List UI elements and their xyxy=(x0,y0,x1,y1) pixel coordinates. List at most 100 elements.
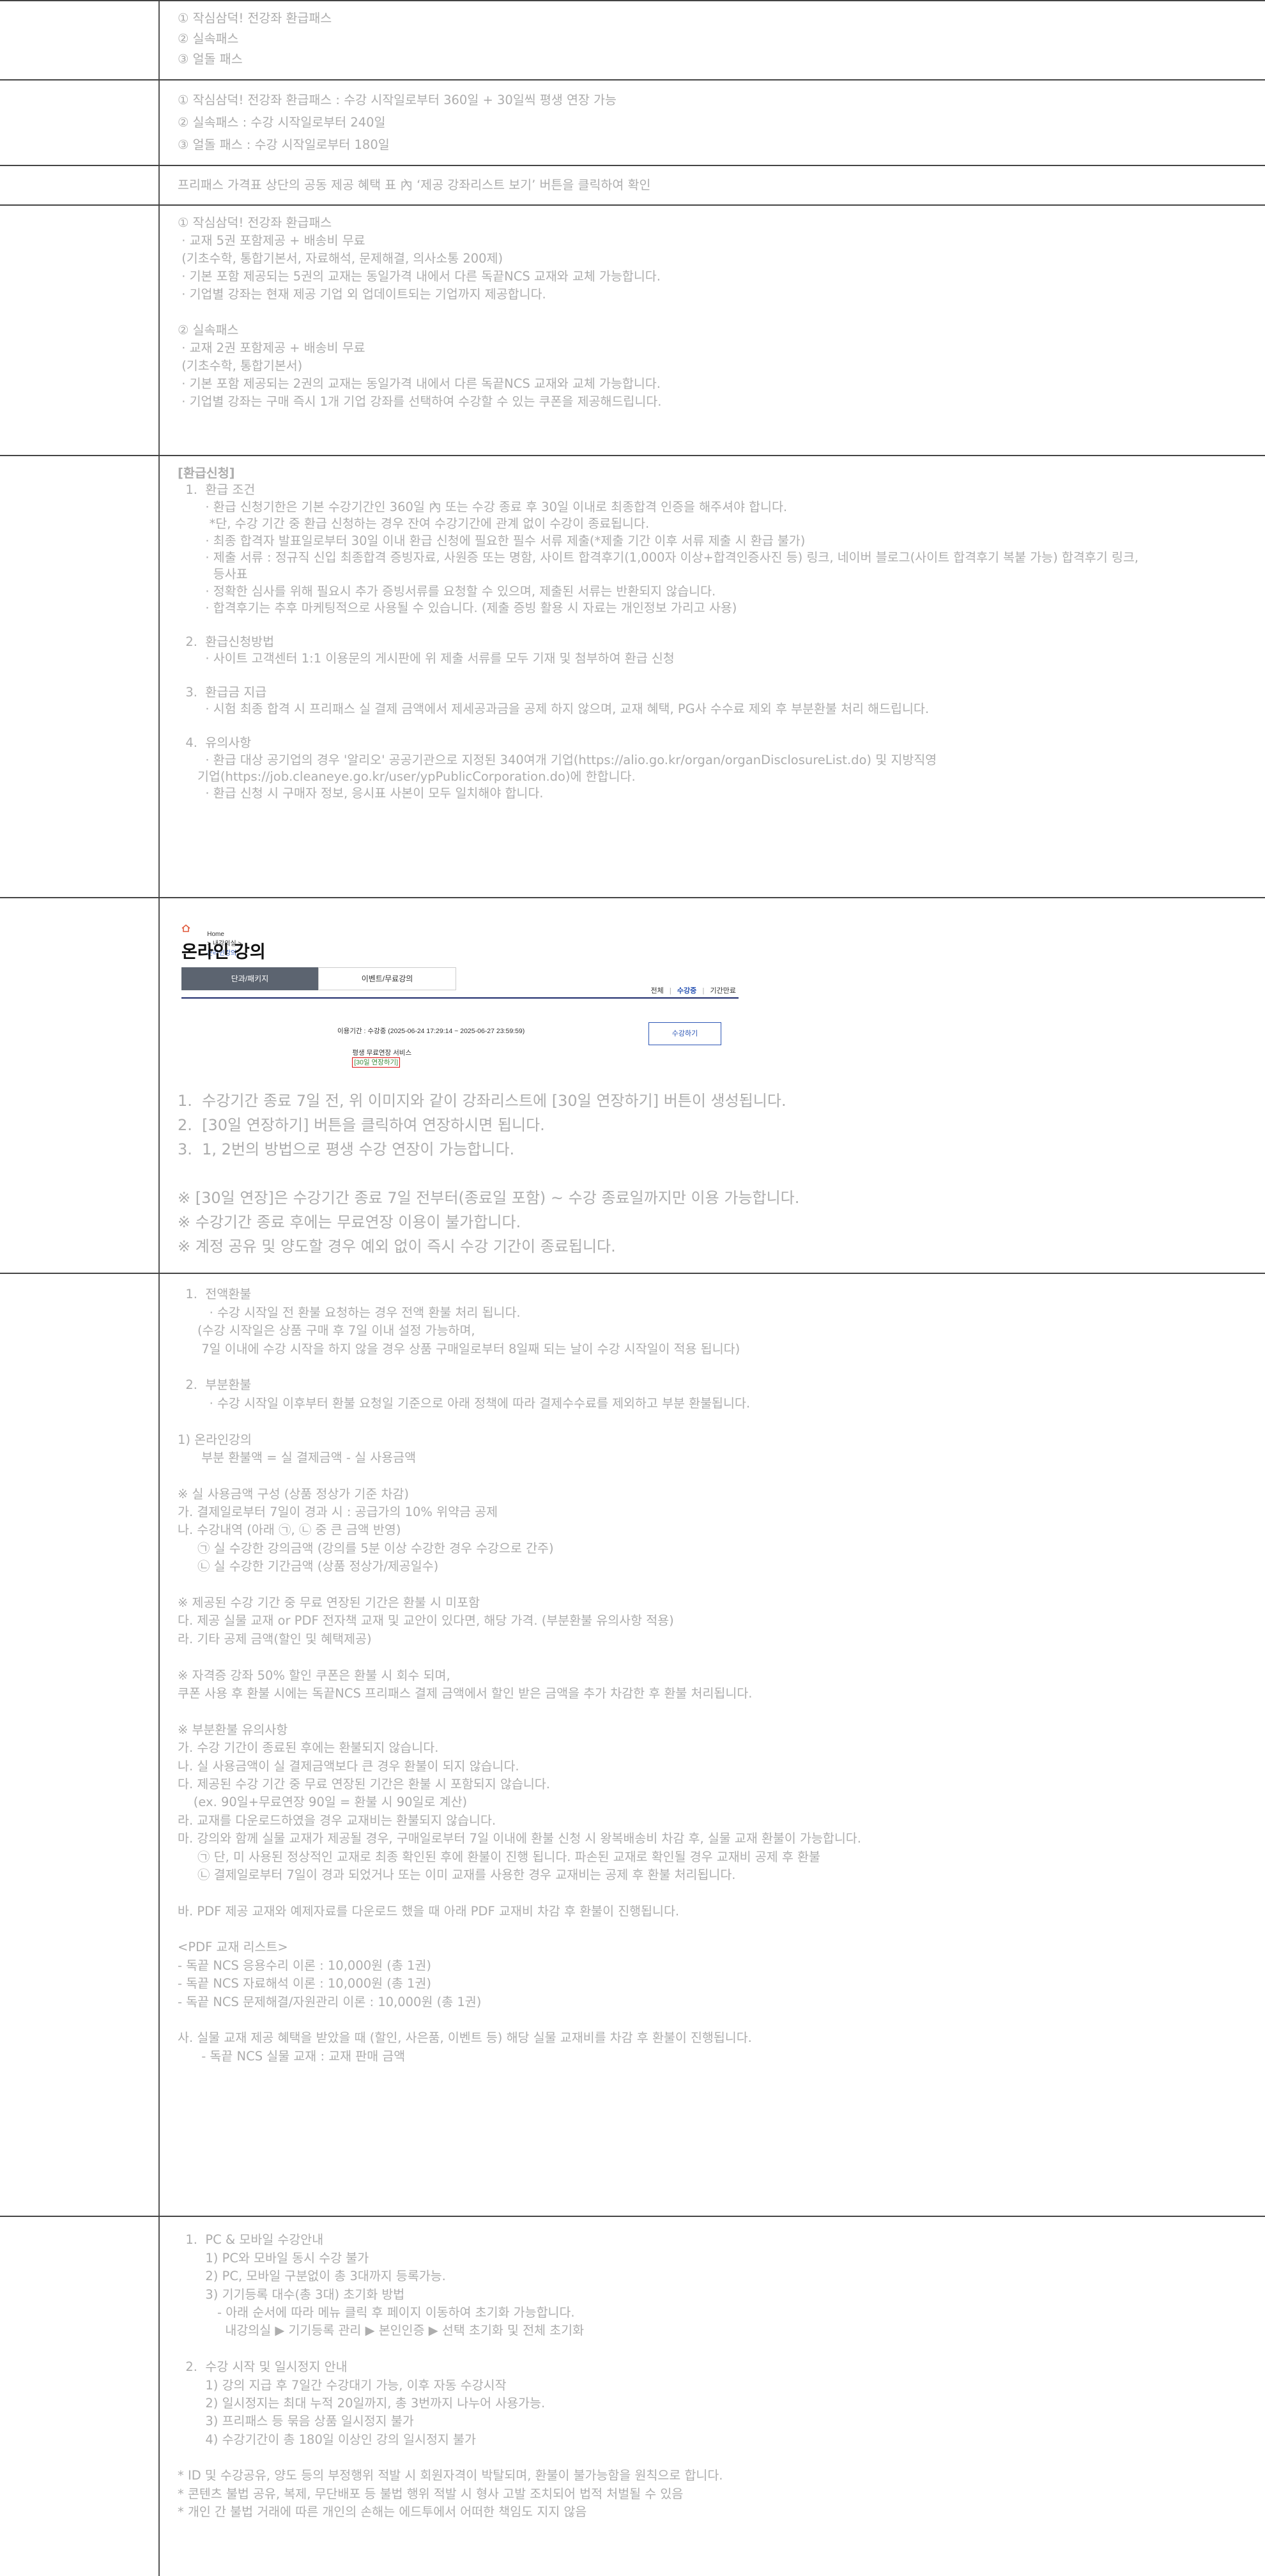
text-line: (수강 시작일은 상품 구매 후 7일 이내 설정 가능하며, xyxy=(178,1323,475,1338)
text-line: 1) PC와 모바일 동시 수강 불가 xyxy=(178,2250,369,2266)
text-line: 7일 이내에 수강 시작을 하지 않을 경우 상품 구매일로부터 8일째 되는 … xyxy=(178,1341,740,1356)
text-line: 부분 환불액 = 실 결제금액 - 실 사용금액 xyxy=(178,1450,417,1465)
text-line xyxy=(178,617,1246,633)
text-line: 라. 기타 공제 금액(할인 및 혜택제공) xyxy=(178,1631,372,1646)
text-line: 가. 결제일로부터 7일이 경과 시 : 공급가의 10% 위약금 공제 xyxy=(178,1505,498,1520)
breadcrumb-current: 온라인강의 xyxy=(207,950,237,957)
row-content: [환급신청] 1. 환급 조건 · 환급 신청기한은 기본 수강기간인 360일… xyxy=(178,465,1246,801)
breadcrumb-home[interactable]: Home xyxy=(207,931,224,938)
title-underline xyxy=(181,997,739,999)
mini-screenshot: Home > 내강의실 > 온라인강의 온라인 강의 단과/패키지 이벤트/무료… xyxy=(178,917,753,1071)
text-line: ㉡ 실 수강한 기간금액 (상품 정상가/제공일수) xyxy=(178,1559,439,1574)
text-line: · 시험 최종 합격 시 프리패스 실 결제 금액에서 제세공과금을 공제 하지… xyxy=(178,702,930,717)
row-label-cell xyxy=(0,456,160,897)
text-line: ② 실속패스 xyxy=(178,323,239,337)
text-line: · 수강 시작일 전 환불 요청하는 경우 전액 환불 처리 됩니다. xyxy=(178,1305,521,1320)
text-line: 나. 수강내역 (아래 ㉠, ㉡ 중 큰 금액 반영) xyxy=(178,1522,401,1538)
section-title: [환급신청] xyxy=(178,466,235,480)
view-course-button[interactable]: 수강하기 xyxy=(648,1022,721,1045)
text-line: - 독끝 NCS 자료해석 이론 : 10,000원 (총 1권) xyxy=(178,1976,431,1991)
text-line: 등사표 xyxy=(178,567,248,582)
text-line: · 교재 5권 포함제공 + 배송비 무료 xyxy=(178,233,365,248)
text-line: - 독끝 NCS 실물 교재 : 교재 판매 금액 xyxy=(178,2048,406,2064)
row-label-cell xyxy=(0,1274,160,2216)
row-refund-policy: 1. 전액환불 · 수강 시작일 전 환불 요청하는 경우 전액 환불 처리 됩… xyxy=(0,1274,1265,2216)
text-line: · 정확한 심사를 위해 필요시 추가 증빙서류를 요청할 수 있으며, 제출된… xyxy=(178,583,716,599)
text-line xyxy=(178,1577,1246,1593)
status-filters: 전체 | 수강중 | 기간만료 xyxy=(650,987,736,995)
text-line xyxy=(178,1413,1246,1429)
text-line xyxy=(178,2450,1246,2465)
page-title: 온라인 강의 xyxy=(181,942,266,962)
row-course-list: 프리패스 가격표 상단의 공동 제공 혜택 표 內 ‘제공 강좌리스트 보기’ … xyxy=(0,166,1265,204)
row-content: ① 작심삼덕! 전강좌 환급패스 ② 실속패스 ③ 얼돌 패스 xyxy=(178,10,1246,67)
text-line: 4) 수강기간이 총 180일 이상인 강의 일시정지 불가 xyxy=(178,2432,476,2447)
row-refund-request: [환급신청] 1. 환급 조건 · 환급 신청기한은 기본 수강기간인 360일… xyxy=(0,456,1265,897)
row-textbook-benefit: ① 작심삼덕! 전강좌 환급패스 · 교재 5권 포함제공 + 배송비 무료 (… xyxy=(0,206,1265,455)
text-line xyxy=(178,2012,1246,2028)
text-line: 가. 수강 기간이 종료된 후에는 환불되지 않습니다. xyxy=(178,1740,439,1756)
text-line: *단, 수강 기간 중 환급 신청하는 경우 잔여 수강기간에 관계 없이 수강… xyxy=(178,516,650,532)
guide-lines: 1. PC & 모바일 수강안내 1) PC와 모바일 동시 수강 불가 2) … xyxy=(178,2232,1246,2520)
text-line xyxy=(178,1649,1246,1665)
text-line: 1) 강의 지급 후 7일간 수강대기 가능, 이후 자동 수강시작 xyxy=(178,2377,507,2393)
text-line: 2) PC, 모바일 구분없이 총 3대까지 등록가능. xyxy=(178,2269,446,2284)
text-line: (ex. 90일+무료연장 90일 = 환불 시 90일로 계산) xyxy=(178,1795,468,1810)
text-line: ※ 수강기간 종료 후에는 무료연장 이용이 불가합니다. xyxy=(178,1213,521,1231)
row-label-cell xyxy=(0,898,160,1273)
refund-lines: 1. 환급 조건 · 환급 신청기한은 기본 수강기간인 360일 內 또는 수… xyxy=(178,482,1246,801)
policy-lines: 1. 전액환불 · 수강 시작일 전 환불 요청하는 경우 전액 환불 처리 됩… xyxy=(178,1286,1246,2064)
home-icon xyxy=(181,924,190,932)
filter-expired[interactable]: 기간만료 xyxy=(710,987,736,995)
text-line: 기업(https://job.cleaneye.go.kr/user/ypPub… xyxy=(178,769,636,785)
text-line xyxy=(178,718,1246,734)
text-line xyxy=(178,1921,1246,1937)
text-line: · 최종 합격자 발표일로부터 30일 이내 환급 신청에 필요한 필수 서류 … xyxy=(178,533,806,548)
text-line: 다. 제공 실물 교재 or PDF 전자책 교재 및 교안이 있다면, 해당 … xyxy=(178,1613,674,1629)
text-line: ※ [30일 연장]은 수강기간 종료 7일 전부터(종료일 포함) ~ 수강 … xyxy=(178,1189,800,1207)
text-line: 사. 실물 교재 제공 혜택을 받았을 때 (할인, 사은품, 이벤트 등) 해… xyxy=(178,2030,752,2046)
text-line: 3) 프리패스 등 묶음 상품 일시정지 불가 xyxy=(178,2414,414,2429)
text-line: ㉡ 결제일로부터 7일이 경과 되었거나 또는 이미 교재를 사용한 경우 교재… xyxy=(178,1867,736,1882)
tab-package[interactable]: 단과/패키지 xyxy=(181,967,318,990)
text-line: ※ 자격증 강좌 50% 할인 쿠폰은 환불 시 회수 되며, xyxy=(178,1667,450,1683)
text-line: * 개인 간 불법 거래에 따른 개인의 손해는 에드투에서 어떠한 책임도 지… xyxy=(178,2504,587,2520)
breadcrumb-mid: > 내강의실 > xyxy=(207,940,242,947)
text-line: ㉠ 단, 미 사용된 정상적인 교재로 최종 확인된 후에 환불이 진행 됩니다… xyxy=(178,1849,820,1864)
text-line: · 기업별 강좌는 현재 제공 기업 외 업데이트되는 기업까지 제공합니다. xyxy=(178,287,546,302)
text-line: · 환급 신청기한은 기본 수강기간인 360일 內 또는 수강 종료 후 30… xyxy=(178,499,788,514)
text-line: 내강의실 ▶ 기기등록 관리 ▶ 본인인증 ▶ 선택 초기화 및 전체 초기화 xyxy=(178,2323,585,2338)
text-line: 1. 환급 조건 xyxy=(178,482,256,498)
text-line: (기초수학, 통합기본서, 자료해석, 문제해결, 의사소통 200제) xyxy=(178,251,503,266)
text-line: * ID 및 수강공유, 양도 등의 부정행위 적발 시 회원자격이 박탈되며,… xyxy=(178,2468,723,2483)
text-line: ① 작심삼덕! 전강좌 환급패스 xyxy=(178,11,332,26)
text-line: 1) 온라인강의 xyxy=(178,1432,252,1447)
period-text: 이용기간 : 수강중 (2025-06-24 17:29:14 ~ 2025-0… xyxy=(337,1027,525,1035)
filter-active[interactable]: 수강중 xyxy=(677,987,697,995)
text-line: 1. 수강기간 종료 7일 전, 위 이미지와 같이 강좌리스트에 [30일 연… xyxy=(178,1092,786,1110)
text-line: · 수강 시작일 이후부터 환불 요청일 기준으로 아래 정책에 따라 결제수수… xyxy=(178,1395,751,1411)
text-line: - 아래 순서에 따라 메뉴 클릭 후 페이지 이동하여 초기화 가능합니다. xyxy=(178,2304,575,2320)
text-line: · 환급 신청 시 구매자 정보, 응시표 사본이 모두 일치해야 합니다. xyxy=(178,786,544,801)
row-content: ① 작심삼덕! 전강좌 환급패스 · 교재 5권 포함제공 + 배송비 무료 (… xyxy=(178,215,1246,410)
text-line: · 합격후기는 추후 마케팅적으로 사용될 수 있습니다. (제출 증빙 활용 … xyxy=(178,601,737,616)
text-line: - 독끝 NCS 응용수리 이론 : 10,000원 (총 1권) xyxy=(178,1958,431,1973)
text-line: <PDF 교재 리스트> xyxy=(178,1940,288,1955)
filter-all[interactable]: 전체 xyxy=(650,987,664,995)
tab-event[interactable]: 이벤트/무료강의 xyxy=(318,967,456,990)
text-line: 2. 수강 시작 및 일시정지 안내 xyxy=(178,2359,348,2375)
extension-notes: 1. 수강기간 종료 7일 전, 위 이미지와 같이 강좌리스트에 [30일 연… xyxy=(178,1089,799,1259)
text-line: 나. 실 사용금액이 실 결제금액보다 큰 경우 환불이 되지 않습니다. xyxy=(178,1758,519,1774)
text-line: 2. [30일 연장하기] 버튼을 클릭하여 연장하시면 됩니다. xyxy=(178,1116,545,1134)
text-line: - 독끝 NCS 문제해결/자원관리 이론 : 10,000원 (총 1권) xyxy=(178,1994,482,2009)
text-line: 프리패스 가격표 상단의 공동 제공 혜택 표 內 ‘제공 강좌리스트 보기’ … xyxy=(178,178,651,192)
text-line: 1. 전액환불 xyxy=(178,1287,252,1302)
text-line: 2) 일시정지는 최대 누적 20일까지, 총 3번까지 나누어 사용가능. xyxy=(178,2395,546,2411)
text-line xyxy=(178,304,1246,320)
text-line: 4. 유의사항 xyxy=(178,735,252,751)
text-line xyxy=(178,2341,1246,2357)
text-line: ① 작심삼덕! 전강좌 환급패스 : 수강 시작일로부터 360일 + 30일씩… xyxy=(178,93,617,107)
text-line: ※ 계정 공유 및 양도할 경우 예외 없이 즉시 수강 기간이 종료됩니다. xyxy=(178,1238,616,1255)
text-line: · 사이트 고객센터 1:1 이용문의 게시판에 위 제출 서류를 모두 기재 … xyxy=(178,651,675,666)
extend-button[interactable]: [30일 연장하기] xyxy=(352,1057,401,1068)
